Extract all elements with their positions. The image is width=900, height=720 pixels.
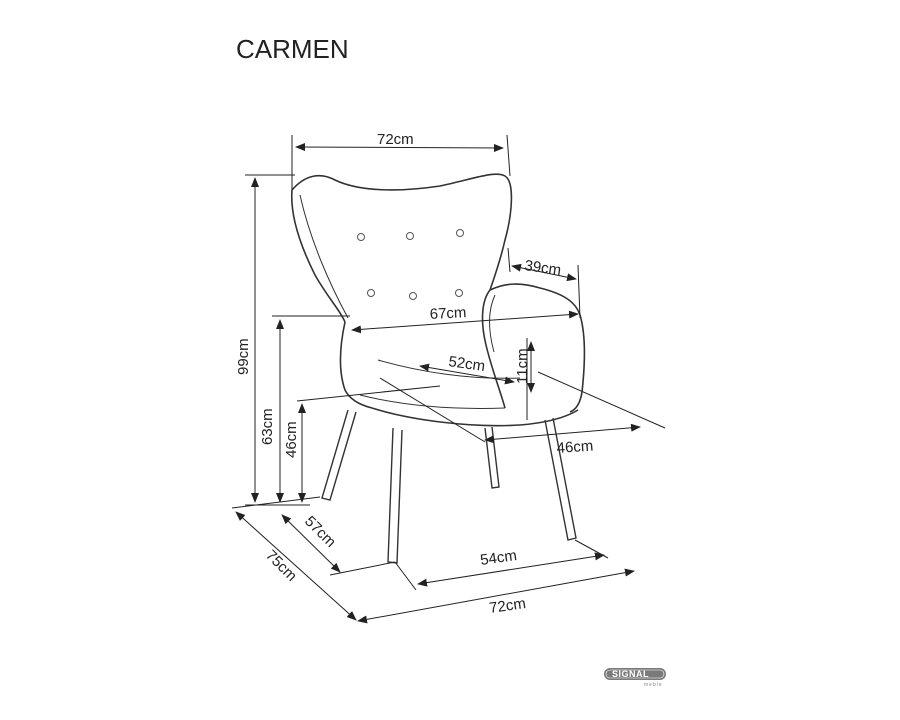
logo-sub: meble (644, 682, 663, 688)
label-seat-width: 52cm (447, 353, 486, 375)
label-base-width: 54cm (479, 547, 518, 569)
tufting-buttons (357, 229, 464, 300)
label-bottom-width: 72cm (488, 595, 527, 617)
label-seat-width-arms: 67cm (429, 304, 467, 323)
label-seat-depth: 46cm (556, 437, 594, 457)
logo-brand: SIGNAL (612, 669, 649, 679)
label-top-width: 72cm (377, 131, 414, 148)
dimension-lines (231, 134, 666, 624)
chair-legs (321, 409, 577, 564)
label-depth-total: 75cm (262, 547, 300, 585)
product-title: CARMEN (236, 34, 349, 64)
signal-logo: SIGNAL meble (604, 668, 666, 688)
label-armrest-width: 39cm (523, 257, 562, 279)
chair-outline (290, 173, 586, 427)
label-height-total: 99cm (235, 338, 252, 375)
label-depth-seat: 57cm (301, 513, 339, 551)
label-armrest-height: 63cm (259, 408, 276, 445)
label-seat-height: 46cm (283, 421, 300, 458)
dimension-labels: 72cm 39cm 99cm 67cm 63cm 52cm 11cm 46cm … (235, 131, 594, 617)
label-arm-above-seat: 11cm (514, 348, 531, 384)
